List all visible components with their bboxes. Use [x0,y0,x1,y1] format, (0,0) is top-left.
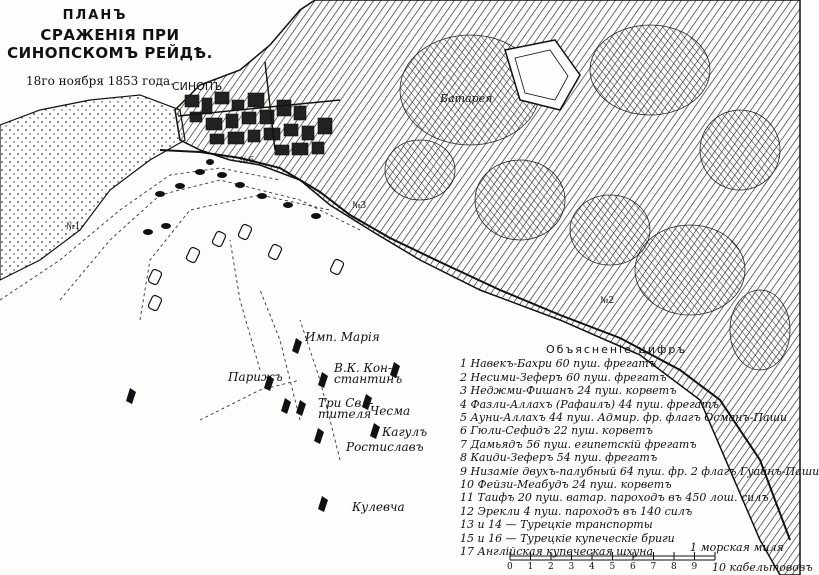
scale-tick-label: 5 [609,562,616,572]
label-sinop: СИНОПЪ [172,80,223,93]
hills [384,24,791,371]
number-6: №6 [240,156,255,166]
legend-item: 11 Таифъ 20 пуш. ватар. пароходъ въ 450 … [460,491,769,505]
scale-top-label: 1 морская миля [690,541,784,554]
scale-tick-label: 1 [527,562,534,572]
ship-label-imp-maria: Имп. Марія [305,330,380,344]
number-2: №2 [600,296,615,306]
scale-tick-label: 2 [548,562,554,572]
turkish-fleet [143,159,321,235]
scale-tick-label: 6 [630,562,636,572]
legend-item: 9 Низамiе двухъ-палубный 64 пуш. фр. 2 ф… [460,464,819,478]
ship-label-chesma: Чесма [370,404,411,418]
scale-ticks [509,552,716,560]
legend-item: 5 Ауни-Аллахъ 44 пуш. Адмир. фр. флагъ О… [460,411,788,425]
legend-item: 4 Фазли-Аллахъ (Рафаилъ) 44 пуш. фрегатъ [460,397,719,411]
legend-item: 3 Неджми-Фишанъ 24 пуш. корветъ [460,384,677,398]
depth-lines [0,167,361,461]
legend-item: 8 Каиди-Зеферъ 54 пуш. фрегатъ [460,451,658,465]
hollow-ships [147,223,345,312]
west-shore [0,94,186,281]
legend-item: 10 Фейзи-Меабудъ 24 пуш. корветъ [460,478,672,492]
town-wall [177,61,341,151]
map-date: 18го ноября 1853 года. [26,74,174,88]
sinop-town [184,91,333,156]
lake [504,39,581,111]
legend: Объясненіе цифръ 1 Навекъ-Бахри 60 пуш. … [460,343,819,559]
scale-tick-label: 8 [671,562,677,572]
legend-item: 6 Гюли-Сефидъ 22 пуш. корветъ [460,424,653,438]
scale-tick-label: 4 [589,562,595,572]
ship-label-tri-svyatitelya: Три Свя-тителя [318,396,374,421]
scale-tick-label: 0 [507,562,513,572]
scale-tick-label: 3 [568,562,575,572]
map-title-main: СРАЖЕНІЯ ПРИ СИНОПСКОМЪ РЕЙДѢ. [7,26,213,62]
legend-item: 15 и 16 — Турецкіе купеческіе бриги [460,531,675,545]
ship-label-kagul: Кагулъ [382,425,428,439]
ship-label-parizh: Парижъ [228,370,283,384]
ship-label-kulevcha: Кулевча [352,500,405,514]
label-batarei: Батарея [440,92,493,105]
legend-item: 7 Дамьядъ 56 пуш. египетскій фрегатъ [460,437,697,451]
ship-label-rostislav: Ростиславъ [346,440,424,454]
number-3: №3 [352,201,367,211]
legend-item: 13 и 14 — Турецкіе транспорты [460,518,653,532]
legend-item: 12 Эрекли 4 пуш. пароходъ въ 140 силъ [460,504,693,518]
legend-title: Объясненіе цифръ [546,343,688,356]
map-drawing [0,0,801,575]
land-mass [174,0,801,575]
number-1: №1 [66,222,81,232]
legend-item: 2 Несими-Зеферъ 60 пуш. фрегатъ [460,370,667,384]
map-title-plan: ПЛАНЪ [62,8,128,23]
russian-fleet [126,338,400,512]
legend-item: 1 Навекъ-Бахри 60 пуш. фрегатъ [460,357,657,371]
scale-tick-label: 9 [691,562,698,572]
scale-tick-label: 7 [650,562,657,572]
legend-item: 17 Англійская купеческая шхуна [460,545,654,559]
scale-bottom-label: 10 кабельтововъ [712,561,813,574]
ship-label-konstantin: В.К. Кон-стантинъ [334,361,403,386]
bay-coast [159,149,791,541]
